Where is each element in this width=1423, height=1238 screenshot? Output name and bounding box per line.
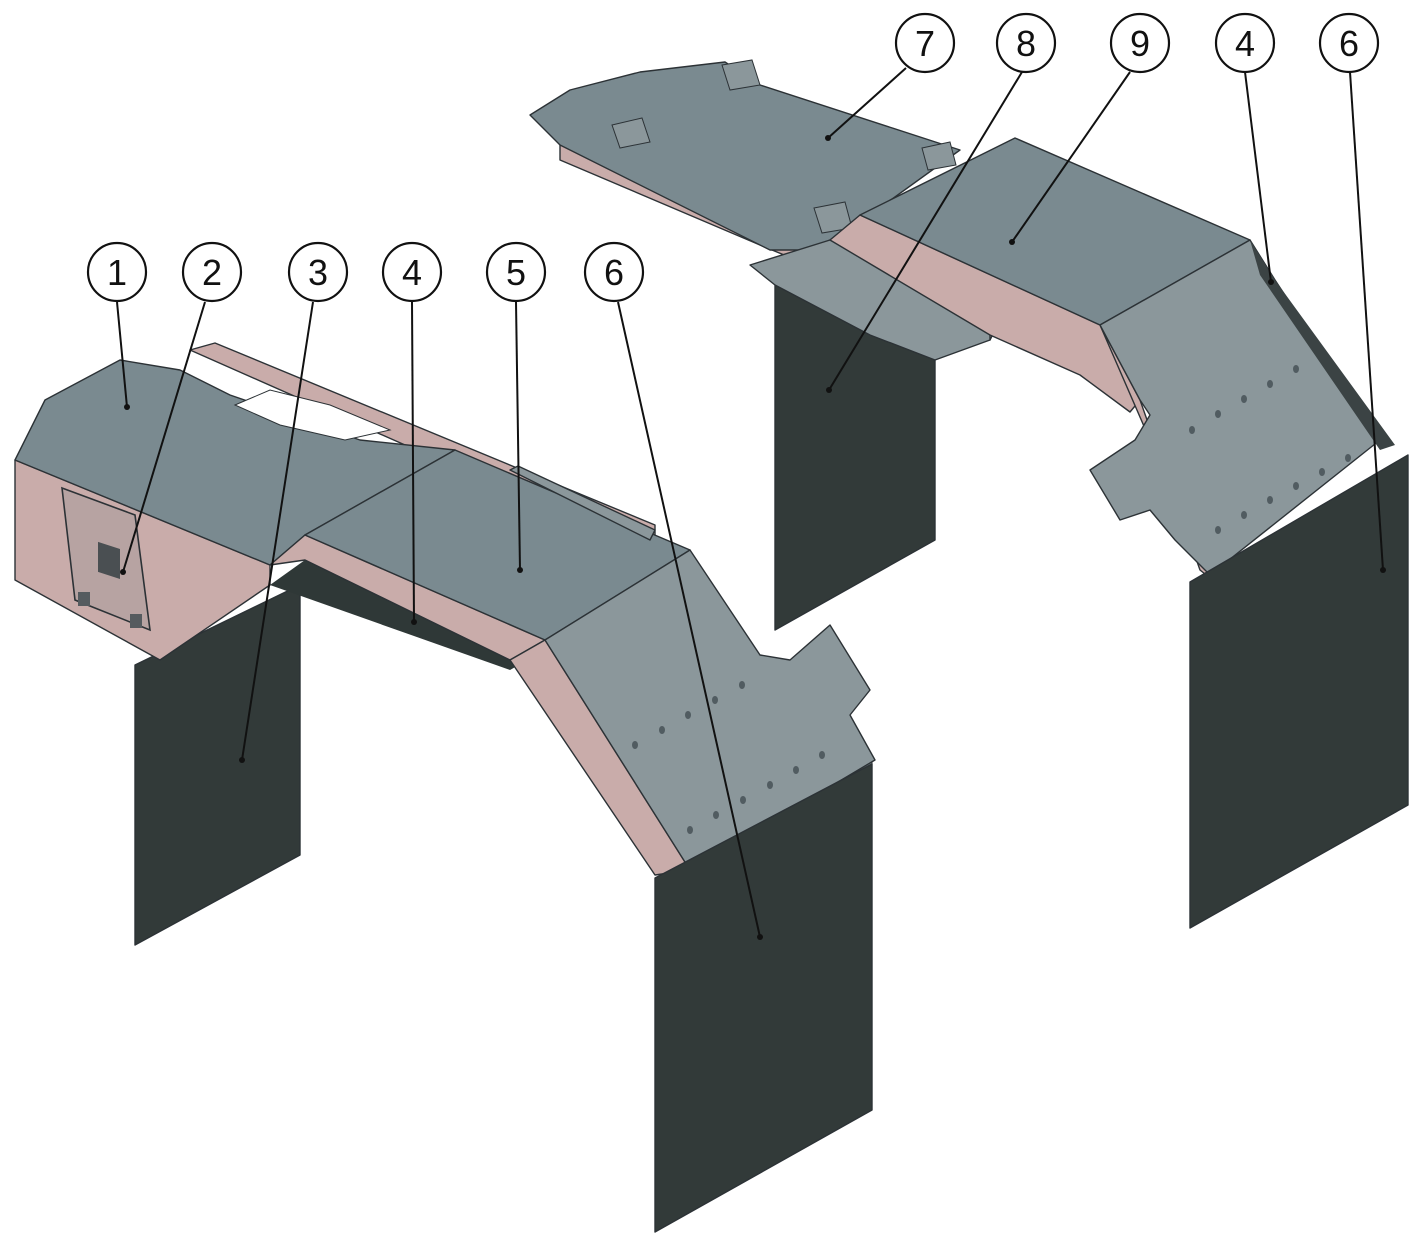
leader-dot-4b	[1268, 279, 1274, 285]
leader-3	[241, 301, 314, 761]
callout-balloons: 1 2 3 4 5 6 7 8	[86, 12, 1380, 303]
toolbox-top-panel	[14, 359, 456, 566]
left-assembly	[14, 342, 876, 1233]
leader-dot-4a	[411, 619, 417, 625]
leader-dot-5	[517, 567, 523, 573]
door-hinge-1	[78, 592, 90, 606]
leader-dot-8	[826, 387, 832, 393]
leader-7	[827, 67, 907, 139]
callout-4b-label: 4	[1235, 23, 1255, 64]
leader-dot-6b	[1380, 567, 1386, 573]
bracket-1	[721, 59, 761, 91]
slope-bolt-holes-right	[1189, 365, 1351, 534]
rear-mudflap-left	[134, 584, 301, 946]
callout-9: 9	[1109, 12, 1171, 74]
leader-5	[515, 301, 521, 571]
leader-dot-2	[120, 569, 126, 575]
slope-edge-dark-right	[1250, 240, 1395, 450]
callout-5-label: 5	[506, 252, 526, 293]
callout-8: 8	[995, 12, 1057, 74]
callout-4a: 4	[381, 241, 443, 303]
callout-2-label: 2	[202, 252, 222, 293]
right-assembly	[529, 59, 1409, 929]
leader-dot-3	[239, 757, 245, 763]
leader-6a	[617, 301, 761, 938]
leader-1	[116, 301, 128, 408]
callout-6b: 6	[1318, 12, 1380, 74]
leader-9	[1011, 71, 1131, 243]
callout-3-label: 3	[308, 252, 328, 293]
leader-dot-6a	[757, 934, 763, 940]
callout-6a-label: 6	[604, 252, 624, 293]
leader-dot-7	[825, 135, 831, 141]
top-plate	[529, 61, 961, 251]
slope-bolt-holes-left	[632, 681, 825, 834]
leader-4a	[411, 301, 415, 623]
callout-5: 5	[485, 241, 547, 303]
leader-lines	[116, 67, 1386, 940]
door-latch	[98, 541, 120, 579]
callout-7: 7	[894, 12, 956, 74]
callout-1: 1	[86, 241, 148, 303]
bracket-2	[611, 117, 651, 149]
callout-6b-label: 6	[1339, 23, 1359, 64]
callout-9-label: 9	[1130, 23, 1150, 64]
leader-8	[828, 71, 1023, 391]
door-hinge-2	[130, 614, 142, 628]
leader-dot-9	[1009, 239, 1015, 245]
callout-6a: 6	[583, 241, 645, 303]
callout-4b: 4	[1214, 12, 1276, 74]
callout-7-label: 7	[915, 23, 935, 64]
front-mudflap-right	[1189, 454, 1409, 929]
callout-2: 2	[181, 241, 243, 303]
callout-8-label: 8	[1016, 23, 1036, 64]
leader-dot-1	[124, 404, 130, 410]
leader-2	[122, 301, 206, 573]
toolbox-top-cutout	[233, 389, 392, 441]
callout-3: 3	[287, 241, 349, 303]
callout-1-label: 1	[107, 252, 127, 293]
leader-6b	[1349, 71, 1384, 571]
front-mudflap-left	[654, 763, 873, 1233]
bracket-3	[921, 141, 957, 171]
callout-4a-label: 4	[402, 252, 422, 293]
rear-lip-left	[509, 465, 656, 541]
leader-4b	[1244, 71, 1272, 283]
